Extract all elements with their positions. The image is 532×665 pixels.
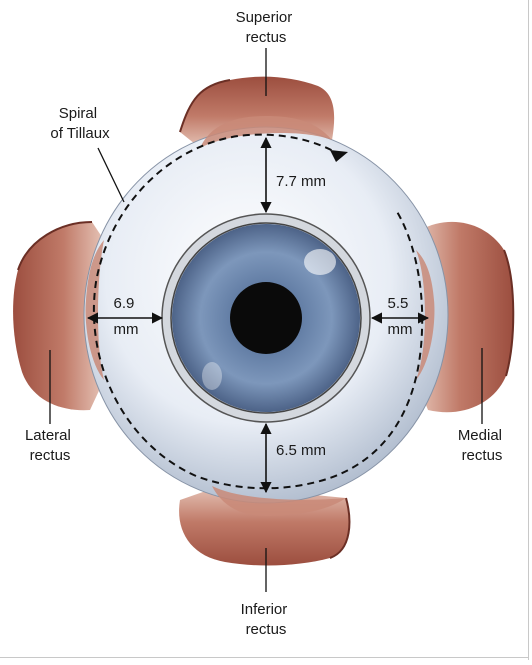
cornea-highlight — [304, 249, 336, 275]
lateral-rectus-label: Lateral rectus — [25, 427, 75, 464]
pupil — [230, 282, 302, 354]
superior-measurement: 7.7 mm — [276, 173, 326, 190]
lateral-rectus-muscle — [13, 221, 104, 411]
cornea-highlight-small — [202, 362, 222, 390]
spiral-of-tillaux-label: Spiral of Tillaux — [50, 105, 110, 142]
leader-spiral — [97, 147, 125, 203]
superior-rectus-label: Superior rectus — [236, 9, 297, 46]
medial-measurement: 5.5 mm — [387, 295, 412, 338]
cornea-inner-edge — [170, 222, 362, 414]
frame-right-edge — [528, 0, 529, 660]
inferior-measurement: 6.5 mm — [276, 442, 326, 459]
inferior-rectus-label: Inferior rectus — [241, 601, 292, 638]
inferior-rectus-insertion — [212, 486, 346, 516]
frame-bottom-edge — [0, 657, 529, 658]
spiral-of-tillaux — [92, 133, 424, 490]
lateral-measurement: 6.9 mm — [113, 295, 138, 338]
superior-rectus-insertion — [200, 116, 332, 148]
triangle-arrowhead-icon — [330, 150, 348, 162]
medial-rectus-label: Medial rectus — [458, 427, 506, 464]
